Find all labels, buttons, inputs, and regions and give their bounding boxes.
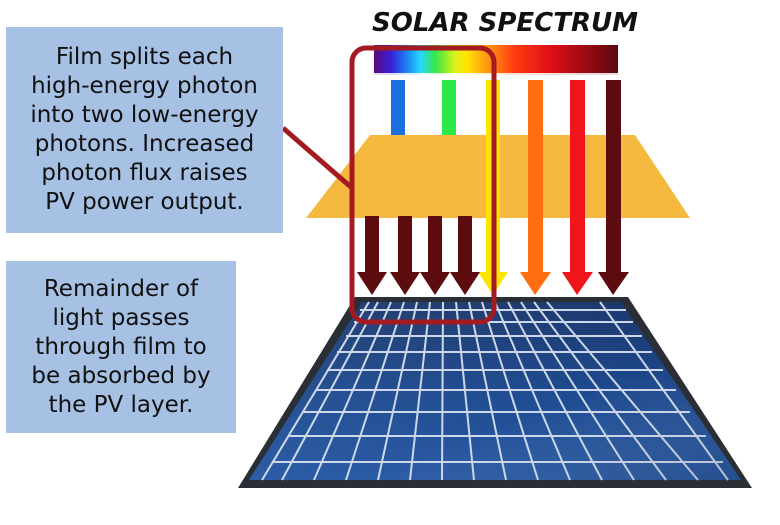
low-energy-arrow-2	[390, 216, 420, 295]
red-arrow	[562, 80, 593, 295]
orange-arrow	[520, 80, 551, 295]
low-energy-arrow-4	[450, 216, 480, 295]
low-energy-arrow-3	[420, 216, 450, 295]
solar-panel	[238, 297, 752, 488]
low-energy-arrow-1	[357, 216, 387, 295]
diagram-title: SOLAR SPECTRUM	[372, 8, 638, 38]
dark-red-arrow	[598, 80, 629, 295]
callout-remainder-light: Remainder of light passes through film t…	[6, 261, 236, 433]
callout-film-splits: Film splits each high-energy photon into…	[6, 27, 283, 233]
callout-connector	[281, 126, 354, 190]
